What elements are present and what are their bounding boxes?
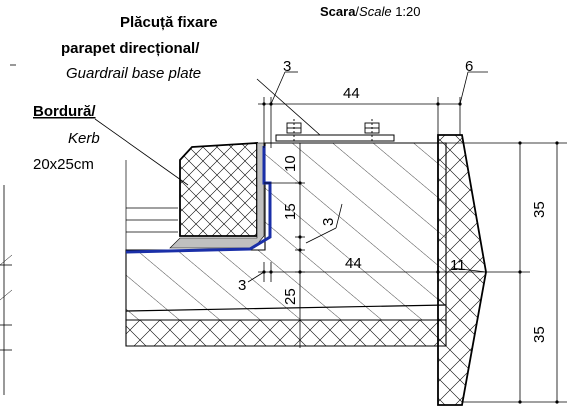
dim-top-right: 6: [465, 58, 473, 75]
kerb-label-line1: Bordură/: [33, 103, 96, 120]
dim-right-lower: 35: [531, 326, 548, 343]
dim-right-11: 11: [450, 257, 466, 274]
dim-right-upper: 35: [531, 201, 548, 218]
membrane-line: [125, 146, 272, 254]
dim-top-width: 44: [343, 85, 360, 102]
dim-inner3: 3: [320, 218, 337, 226]
dimension-ticks: [262, 102, 559, 404]
plate-label-line2: parapet direcțional/: [61, 40, 200, 57]
dim-top-left: 3: [283, 58, 291, 75]
dim-v10: 10: [282, 155, 299, 172]
kerb-label-line2: Kerb: [68, 130, 100, 147]
kerb: [179, 142, 258, 237]
plate-label-line1: Plăcuță fixare: [120, 14, 218, 31]
guardrail-base-plate: [275, 119, 395, 142]
dim-bottom-width: 44: [345, 255, 362, 272]
pavement-lines: [125, 160, 178, 346]
left-edge-fragments: [0, 64, 16, 395]
lower-layer: [125, 319, 447, 347]
dim-v15: 15: [282, 203, 299, 220]
dim-v25: 25: [282, 288, 299, 305]
dim-bottom-left: 3: [238, 277, 246, 294]
plate-label-line3: Guardrail base plate: [66, 65, 201, 82]
scale-label: Scara/Scale 1:20: [320, 4, 421, 19]
kerb-label-line3: 20x25cm: [33, 156, 94, 173]
